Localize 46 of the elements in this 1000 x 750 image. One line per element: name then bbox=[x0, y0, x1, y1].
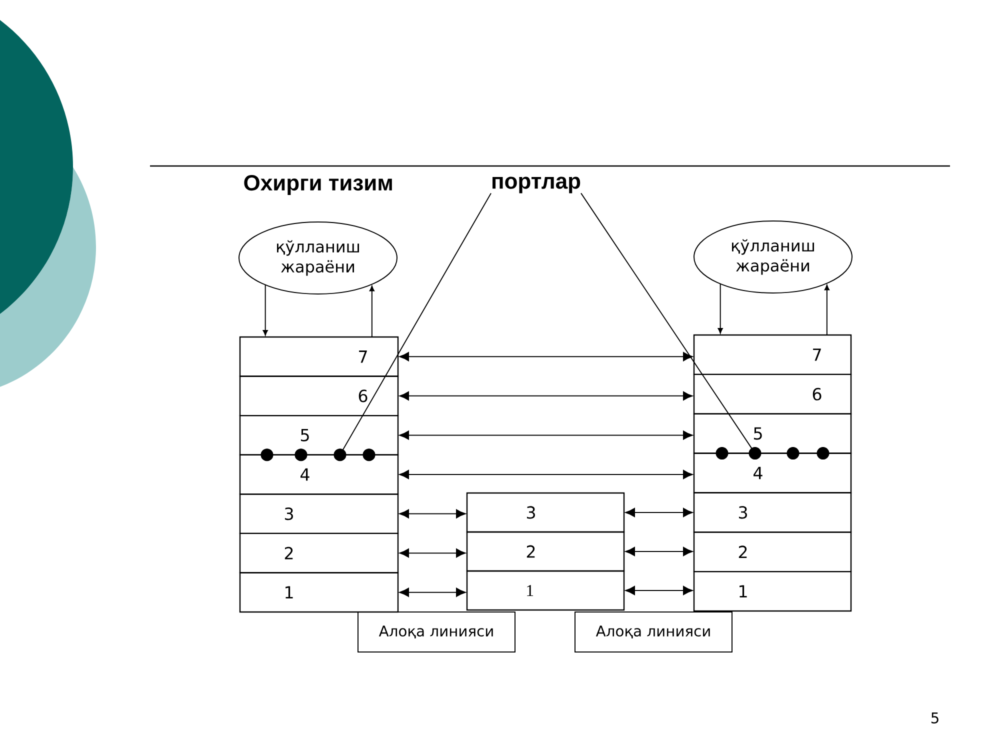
layer-box: 2 bbox=[239, 532, 399, 574]
arrow bbox=[824, 284, 830, 336]
callout-label: портлар bbox=[492, 176, 580, 194]
layer-box: 7 bbox=[239, 336, 399, 377]
layer-box: 5 bbox=[239, 414, 399, 456]
layer-box: 1 bbox=[693, 570, 852, 612]
layer-box: 1 bbox=[239, 572, 399, 613]
page-number: 5 bbox=[931, 712, 938, 724]
layer-box: 3 bbox=[693, 492, 852, 533]
layer-box: 1 bbox=[466, 570, 625, 611]
arrow bbox=[625, 508, 693, 518]
arrow bbox=[399, 509, 466, 518]
layer-box: 3 bbox=[466, 492, 625, 533]
leader-line bbox=[342, 192, 492, 450]
layer-box: 7 bbox=[693, 334, 852, 376]
leader-line bbox=[580, 192, 752, 449]
layer-box: 2 bbox=[693, 532, 852, 572]
port-dot bbox=[748, 447, 762, 460]
section-heading: Охирги тизим bbox=[244, 175, 392, 195]
port-dot bbox=[816, 447, 830, 460]
layer-box: 6 bbox=[239, 376, 399, 416]
arrow bbox=[399, 391, 693, 400]
port-dot bbox=[716, 447, 728, 460]
arrow bbox=[399, 548, 466, 558]
arrow bbox=[718, 283, 723, 334]
layer-box: 4 bbox=[239, 454, 399, 495]
layer-box: 3 bbox=[239, 494, 399, 534]
layer-box: 2 bbox=[466, 531, 625, 572]
arrow bbox=[369, 286, 374, 338]
link-box: Алоқа линияси bbox=[358, 612, 516, 652]
port-dot bbox=[260, 448, 274, 462]
link-box: Алоқа линияси bbox=[574, 612, 732, 652]
port-dot bbox=[362, 448, 376, 462]
arrow bbox=[399, 588, 466, 597]
port-dot bbox=[786, 447, 800, 460]
layer-box: 4 bbox=[693, 452, 852, 494]
arrow bbox=[399, 470, 693, 480]
layer-box: 6 bbox=[693, 374, 852, 414]
arrow bbox=[625, 546, 693, 556]
arrow bbox=[399, 430, 693, 440]
arrow bbox=[262, 284, 268, 336]
arrow bbox=[399, 352, 693, 362]
arrow bbox=[625, 586, 693, 596]
port-dot bbox=[294, 448, 308, 462]
layer-box: 5 bbox=[693, 413, 852, 454]
port-dot bbox=[334, 448, 346, 462]
